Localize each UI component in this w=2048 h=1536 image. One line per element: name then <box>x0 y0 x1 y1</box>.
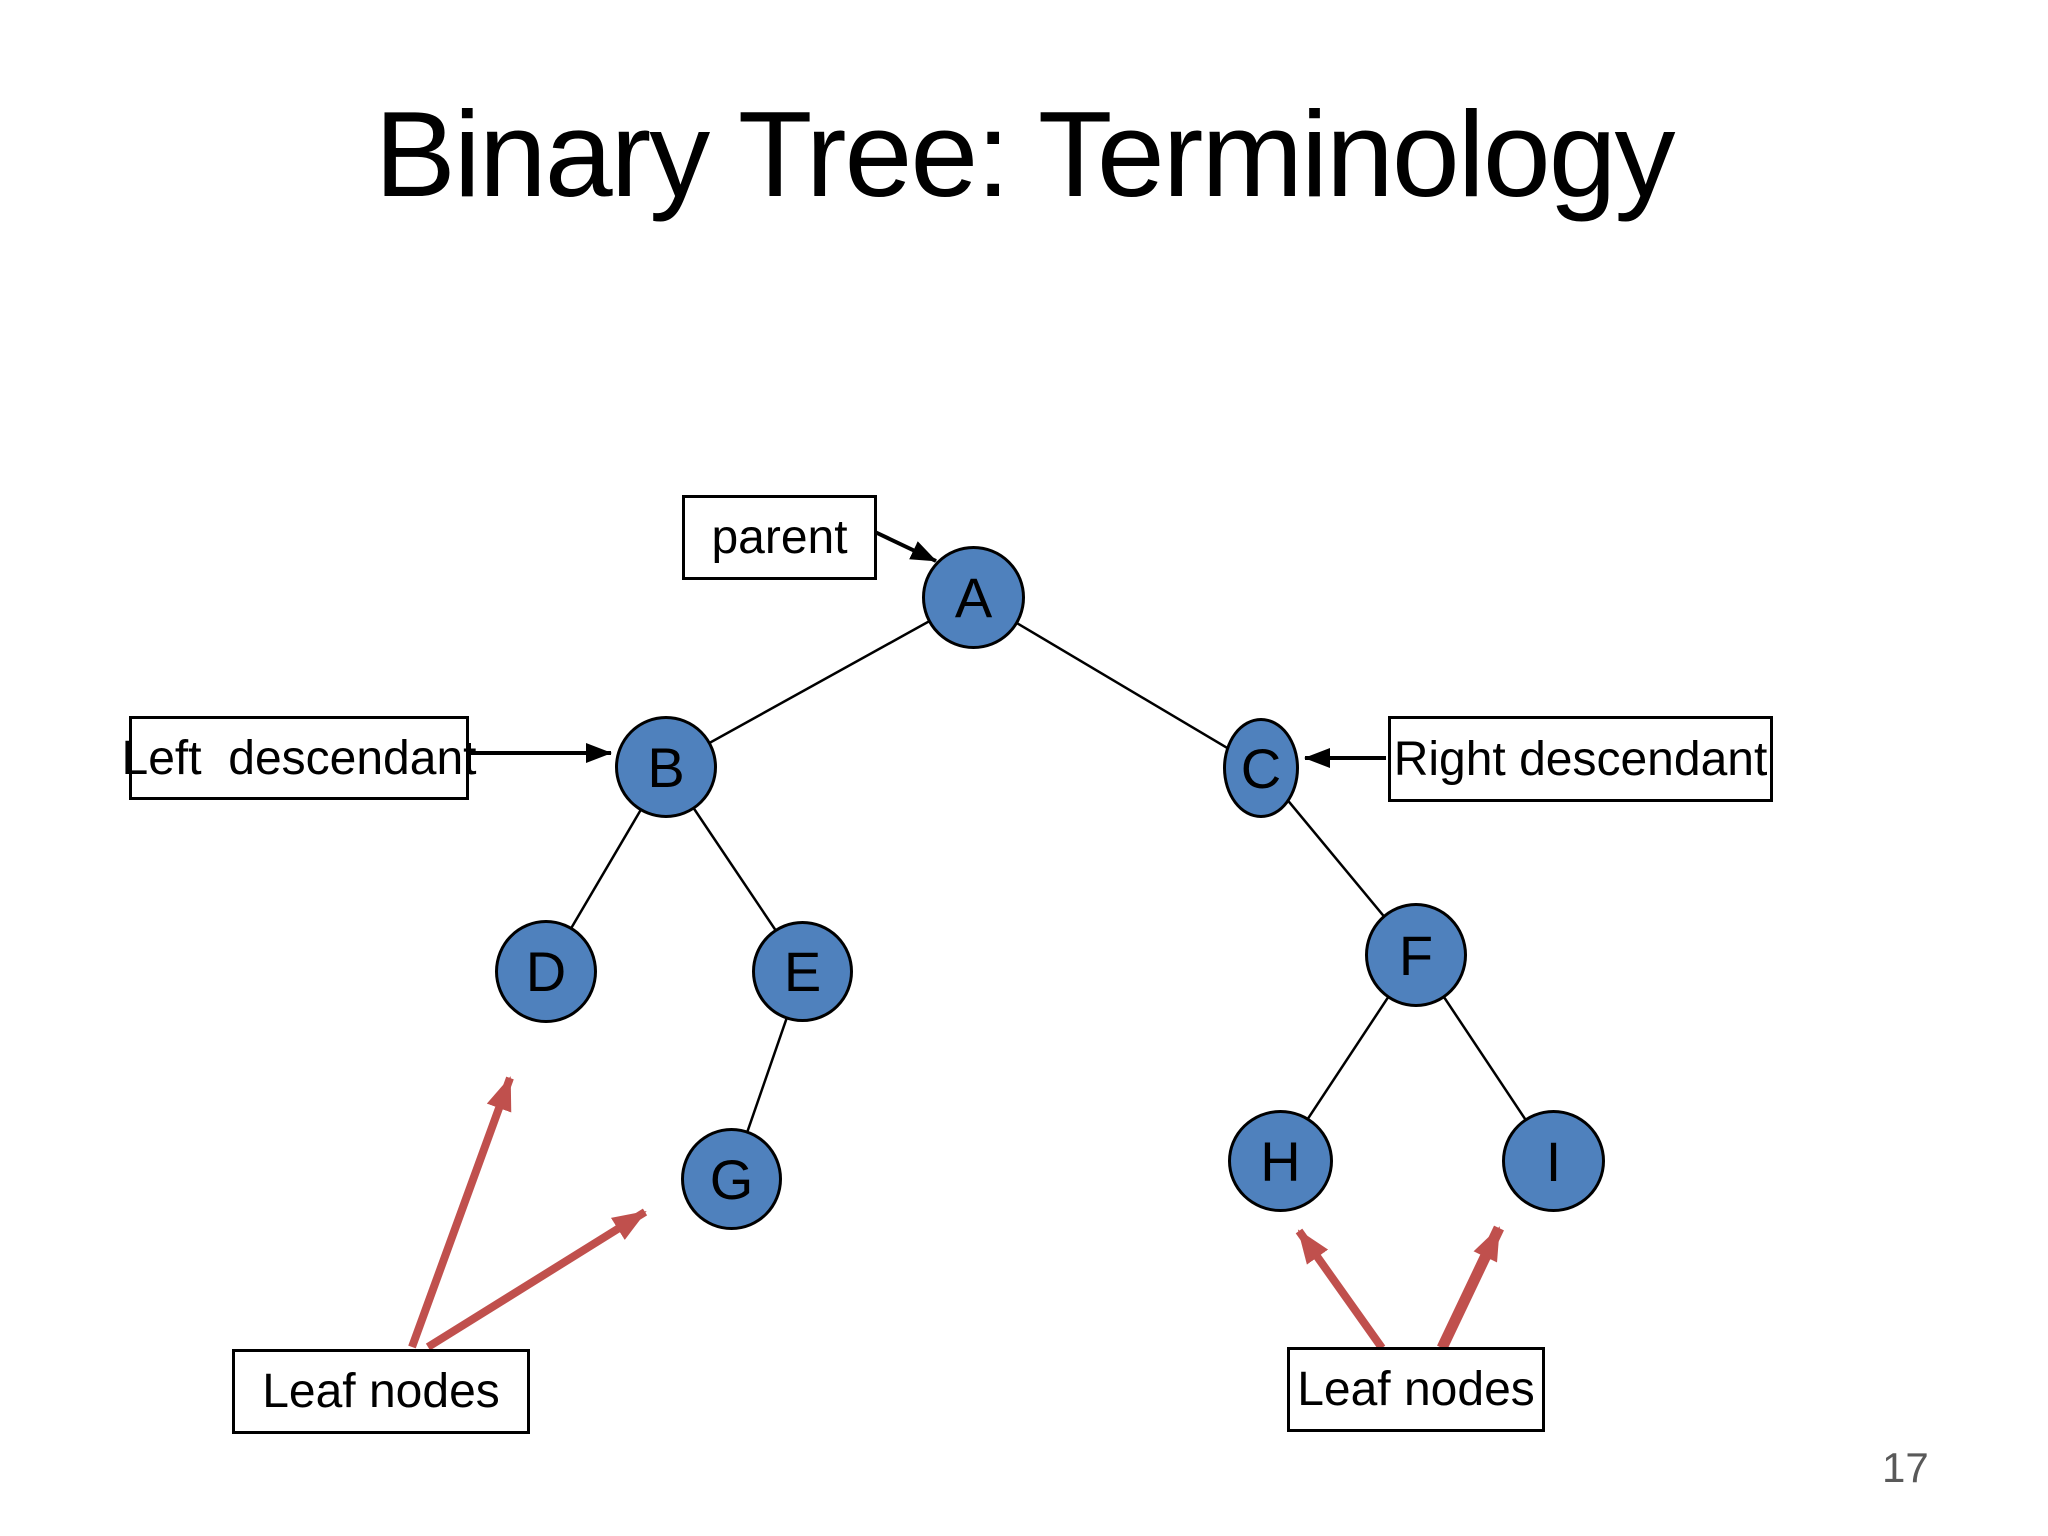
leaf-nodes-left-label: Leaf nodes <box>262 1365 500 1418</box>
tree-node-g: G <box>681 1128 782 1230</box>
leaf-nodes-right-label: Leaf nodes <box>1297 1363 1535 1416</box>
parent-label-box: parent <box>682 495 877 580</box>
right-descendant-label: Right descendant <box>1393 732 1768 786</box>
leaf-arrow-to-h <box>1295 1228 1386 1351</box>
edge-a-c <box>972 595 1262 770</box>
leaf-arrow-to-d <box>408 1076 514 1349</box>
leaf-nodes-right-label-box: Leaf nodes <box>1287 1347 1545 1432</box>
tree-node-c-label: C <box>1240 736 1282 800</box>
tree-node-i-label: I <box>1545 1129 1562 1193</box>
tree-node-d: D <box>495 920 597 1023</box>
tree-node-d-label: D <box>525 940 567 1003</box>
leaf-arrow-to-i <box>1437 1225 1504 1351</box>
tree-node-e: E <box>752 921 853 1022</box>
tree-node-f: F <box>1365 903 1467 1007</box>
tree-node-a: A <box>922 546 1025 649</box>
left-descendant-label-box: Left descendant <box>122 716 476 800</box>
tree-node-b-label: B <box>647 735 685 799</box>
parent-label: parent <box>711 511 848 564</box>
leaf-nodes-left-label-box: Leaf nodes <box>232 1349 530 1434</box>
tree-node-h-label: H <box>1260 1129 1301 1193</box>
left-descendant-label: Left descendant <box>121 731 477 785</box>
page-number: 17 <box>1882 1444 1929 1491</box>
tree-node-i: I <box>1502 1110 1605 1212</box>
parent-arrow <box>874 530 937 563</box>
edge-a-b <box>665 595 974 769</box>
tree-node-h: H <box>1228 1110 1333 1212</box>
slide-title: Binary Tree: Terminology <box>374 86 1675 222</box>
tree-node-b: B <box>615 716 717 818</box>
tree-node-c: C <box>1223 718 1299 818</box>
tree-node-g-label: G <box>709 1147 754 1211</box>
tree-node-e-label: E <box>783 940 822 1003</box>
right-descendant-label-box: Right descendant <box>1388 716 1773 802</box>
tree-node-f-label: F <box>1398 923 1434 987</box>
leaf-arrow-to-g <box>425 1208 648 1351</box>
tree-node-a-label: A <box>954 566 993 629</box>
